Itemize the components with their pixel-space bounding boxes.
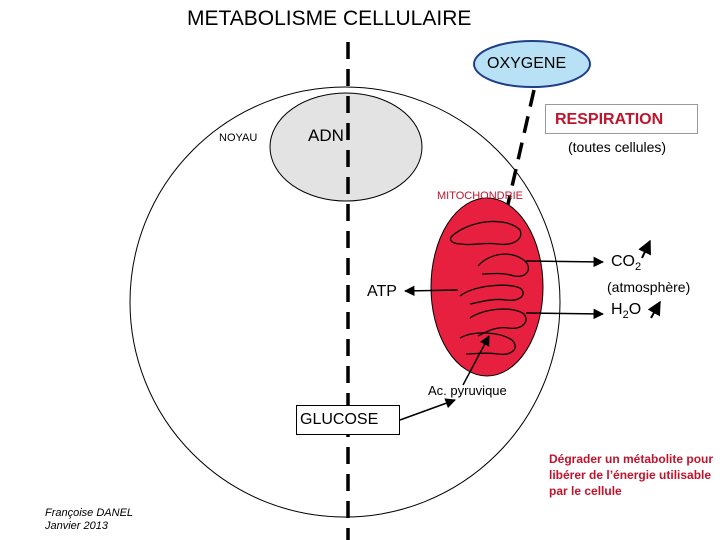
atp-label: ATP [367,283,397,300]
arrow-to-h2o [525,308,605,320]
arrow-h2o-release [647,300,661,319]
author-name: Françoise DANEL [45,507,134,519]
co2-label: CO2 [611,253,642,274]
arrow-to-atp [403,285,459,297]
atmosphere-label: (atmosphère) [607,279,691,295]
arrow-to-co2 [525,256,605,268]
dna-label: ADN [308,126,344,145]
arrow-glucose-to-pyruvate [399,398,456,421]
author-credit: Françoise DANEL Janvier 2013 [45,507,165,532]
page-title: METABOLISME CELLULAIRE [187,7,472,30]
respiration-box [545,104,698,134]
oxygen-bubble [473,40,591,88]
pyruvic-acid-label: Ac. pyruvique [428,383,507,398]
respiration-subtitle: (toutes cellules) [568,139,667,155]
nucleus-label: NOYAU [219,132,258,144]
glucose-box [296,405,400,435]
arrow-pyruvate-to-mito [462,335,490,386]
respiration-definition: Dégrader un métabolite pour libérer de l… [549,452,714,499]
mitochondria-label: MITOCHONDRIE [437,190,523,202]
cell-membrane [129,86,561,518]
nucleus [269,92,423,202]
mitochondrion [430,197,544,377]
glucose-label: GLUCOSE [300,411,379,428]
respiration-label: RESPIRATION [555,111,664,128]
h2o-label: H2O [611,301,642,322]
author-date: Janvier 2013 [45,519,108,532]
arrow-co2-release [638,239,651,259]
oxygen-label: OXYGENE [487,55,567,72]
